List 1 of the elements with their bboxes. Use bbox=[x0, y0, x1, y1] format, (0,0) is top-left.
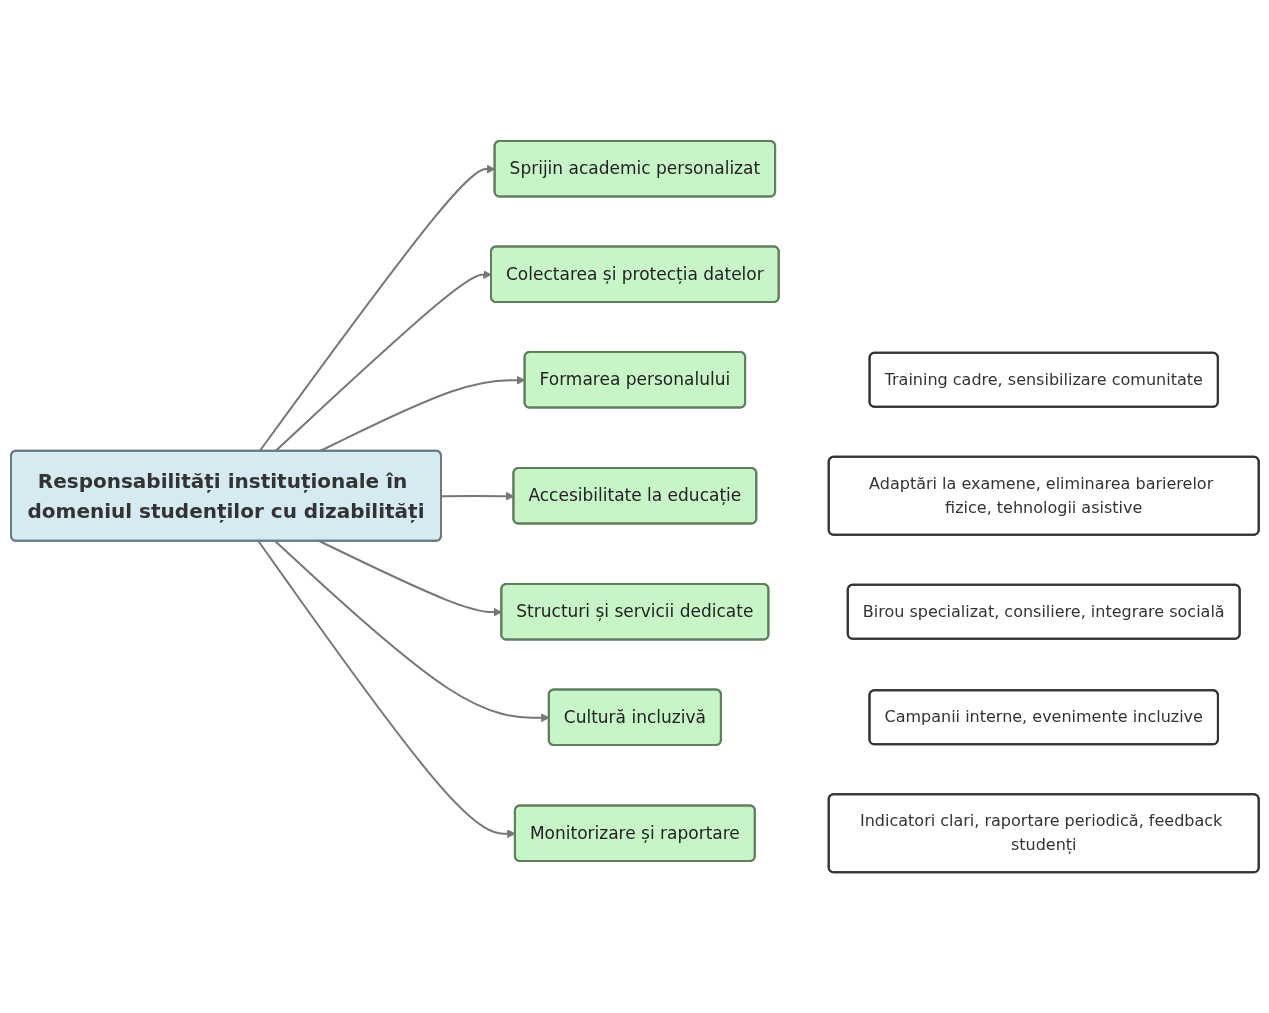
arrow bbox=[440, 491, 514, 501]
